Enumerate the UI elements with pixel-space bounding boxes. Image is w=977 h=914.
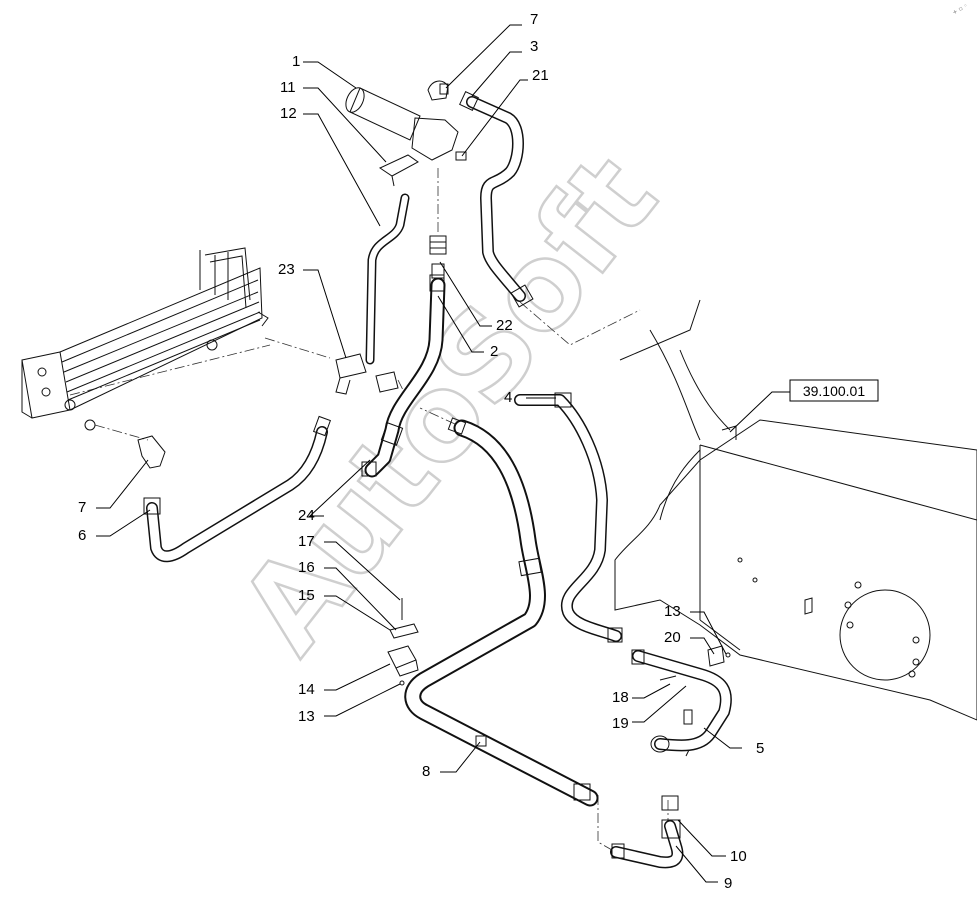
callout-15: 15 (298, 587, 315, 604)
watermark: AutoSoft (212, 129, 684, 679)
callout-8: 8 (422, 763, 430, 780)
corner-mark: + ▫ ◦ (951, 2, 969, 16)
callout-9: 9 (724, 875, 732, 892)
tractor-frame (614, 299, 977, 721)
callout-13-left: 13 (298, 708, 315, 725)
callout-24: 24 (298, 507, 315, 524)
callout-10: 10 (730, 848, 747, 865)
callout-22: 22 (496, 317, 513, 334)
clamp-group (387, 598, 419, 686)
callout-19: 19 (612, 715, 629, 732)
reference-label: 39.100.01 (803, 383, 865, 399)
reference-box: 39.100.01 (729, 379, 879, 433)
bracket-11 (378, 154, 419, 187)
callout-14: 14 (298, 681, 315, 698)
callout-11: 11 (280, 79, 296, 96)
elbow-fitting-left (137, 435, 166, 469)
callout-17: 17 (298, 533, 315, 550)
callout-13-right: 13 (664, 603, 681, 620)
callout-4: 4 (504, 389, 512, 406)
callout-1: 1 (292, 53, 300, 70)
oil-cooler (21, 247, 269, 431)
tee-fitting-23 (335, 353, 399, 395)
elbow-fitting-top (427, 80, 449, 101)
callout-12: 12 (280, 105, 297, 122)
callout-leaders (96, 24, 742, 883)
callout-6: 6 (78, 527, 86, 544)
pipes (146, 96, 732, 869)
callout-18: 18 (612, 689, 629, 706)
bolt-21 (455, 151, 467, 161)
watermark-text: AutoSoft (213, 130, 683, 677)
filter-assembly (345, 87, 459, 161)
fitting-22 (429, 235, 447, 279)
callout-5: 5 (756, 740, 764, 757)
callout-7-left: 7 (78, 499, 86, 516)
pipe-fittings (143, 91, 681, 859)
callout-21: 21 (532, 67, 549, 84)
callout-20: 20 (664, 629, 681, 646)
callout-3: 3 (530, 38, 538, 55)
callout-23: 23 (278, 261, 295, 278)
callout-16: 16 (298, 559, 315, 576)
callout-7-top: 7 (530, 11, 538, 28)
callout-2: 2 (490, 343, 498, 360)
callout-labels: 7 3 21 1 11 12 23 22 2 4 7 6 24 17 16 15… (78, 11, 764, 892)
